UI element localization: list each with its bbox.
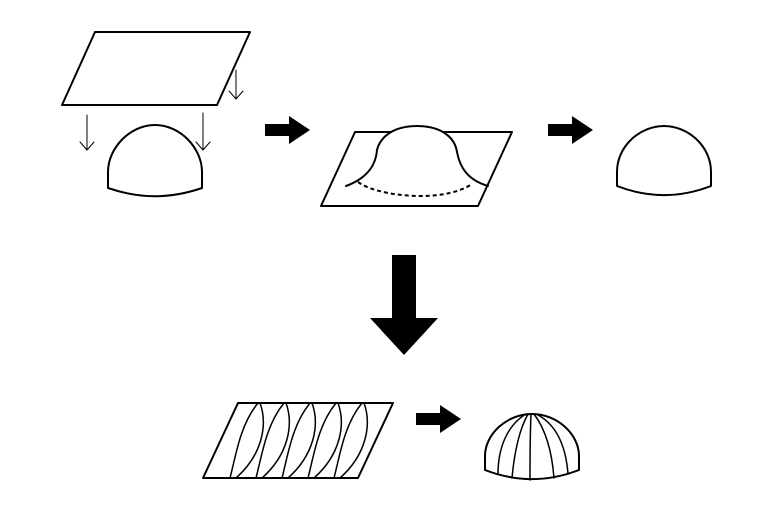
gore-seam [537,414,569,475]
gore-seam [533,413,555,479]
draped-dome [345,125,489,187]
gore-cut-line [281,402,311,479]
gore-seam [497,413,527,475]
dome-mould [107,124,203,198]
right-arrow-icon [265,116,310,144]
gore-cut-line [261,402,291,479]
flat-sheet [61,31,251,106]
down-arrow-icon [370,255,438,355]
gore-cut-line [333,402,363,479]
gore-sheet-outline [202,402,394,479]
step-sheet-draped [320,125,513,207]
step-sheet-over-mould [61,31,251,198]
right-arrow-icon [416,405,461,433]
right-arrow-icon [548,116,593,144]
dome-base-hidden-edge [357,181,473,198]
gore-cut-line [313,402,343,479]
gore-cut-line [255,402,285,479]
formed-dome-shell [616,125,712,196]
downward-arrow-left [79,114,95,151]
gore-cut-line [339,402,369,479]
gore-cut-line [307,402,337,479]
gore-cut-line [229,402,259,479]
gore-cut-line [287,402,317,479]
downward-arrow-right [195,112,211,151]
gore-seam [511,413,529,479]
gore-cut-line [235,402,265,479]
segmented-dome-outline [484,413,580,480]
downward-arrow-top-right [228,69,244,100]
segmented-sheet [202,402,394,479]
segmented-dome [484,413,580,481]
gore-seam [529,413,532,481]
